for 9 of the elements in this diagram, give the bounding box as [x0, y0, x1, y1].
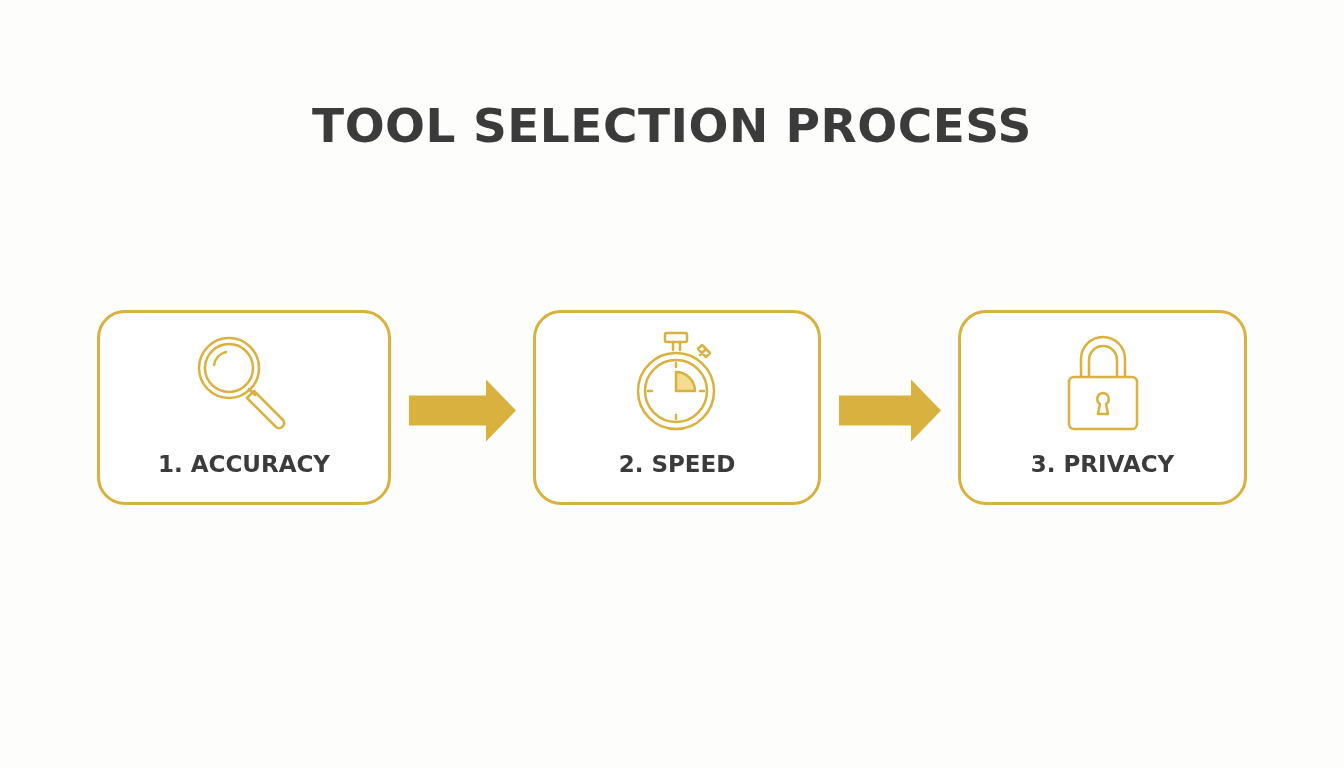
step-label: 2. SPEED [618, 451, 736, 477]
step-box [958, 310, 1247, 505]
step-box [533, 310, 821, 505]
block-arrow [839, 379, 941, 442]
step-box [97, 310, 391, 505]
title: TOOL SELECTION PROCESS [312, 98, 1032, 153]
step-label: 3. PRIVACY [1030, 451, 1175, 477]
block-arrow [409, 379, 516, 442]
step-label: 1. ACCURACY [158, 451, 330, 477]
